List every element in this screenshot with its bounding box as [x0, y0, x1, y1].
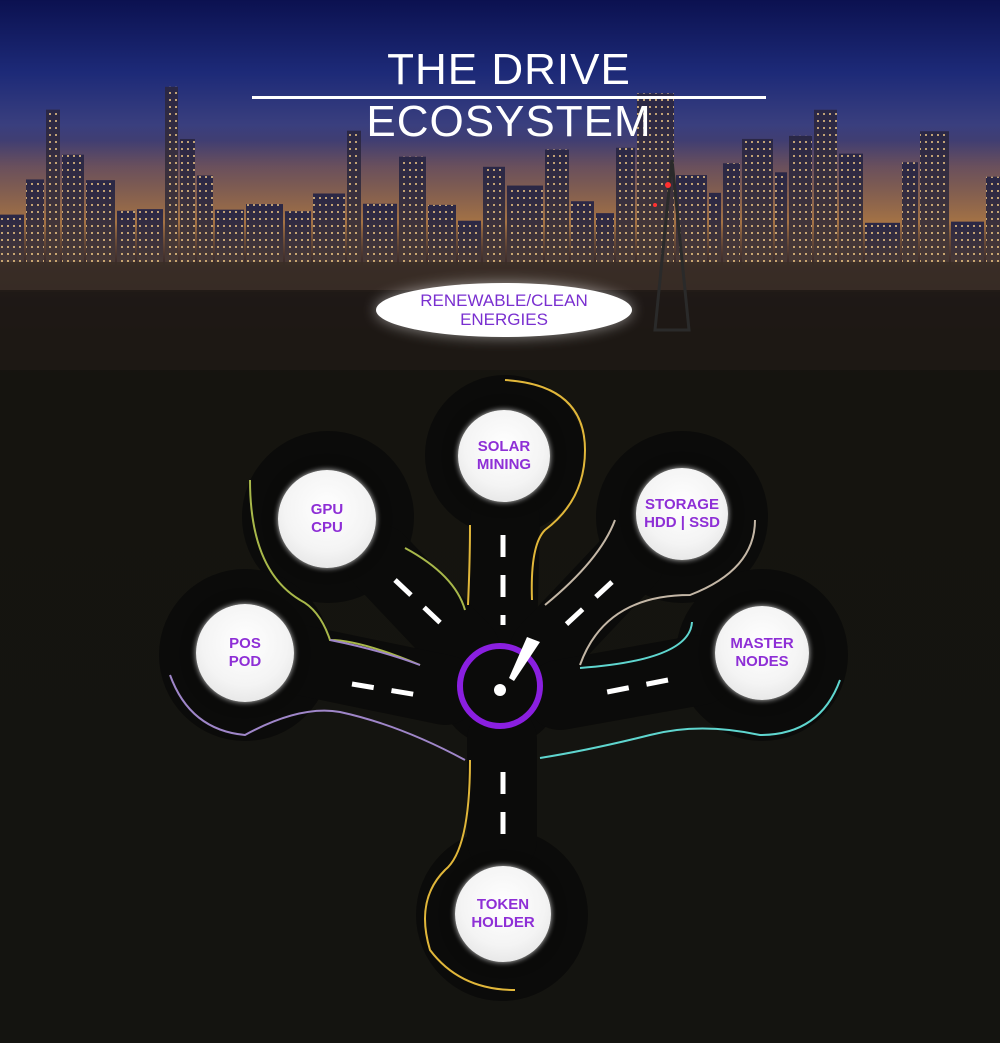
road-edge-storage [544, 519, 616, 606]
skyline-building [709, 192, 721, 265]
node-master-nodes: MASTER NODES [715, 606, 809, 700]
skyline-building [596, 213, 614, 265]
skyline-building [285, 211, 311, 265]
node-solar-mining: SOLAR MINING [458, 410, 550, 502]
skyline-building [46, 109, 60, 266]
node-gpu-line2: CPU [311, 519, 343, 536]
node-token-line1: TOKEN [476, 896, 530, 913]
road-edge-token [424, 759, 516, 991]
skyline-building [428, 204, 456, 265]
node-storage-line1: STORAGE [645, 496, 719, 513]
lane-markings [351, 535, 669, 850]
skyline-building [26, 179, 44, 265]
road-edge-solar-inner [467, 524, 471, 606]
node-token-line2: HOLDER [471, 914, 535, 931]
node-master-line2: NODES [735, 653, 789, 670]
skyline-building [839, 153, 863, 265]
node-pos-line2: POD [228, 653, 262, 670]
node-master-line1: MASTER [730, 635, 794, 652]
skyline-building [347, 130, 361, 265]
skyline-building [571, 201, 594, 265]
node-gpu-line1: GPU [310, 501, 344, 518]
node-pos-line1: POS [229, 635, 261, 652]
skyline-building [117, 210, 135, 265]
skyline-building [215, 209, 244, 265]
skyline-building [637, 93, 674, 266]
skyline-building [616, 147, 635, 265]
skyline-building [62, 154, 84, 265]
skyline-building [920, 131, 949, 265]
skyline-building [399, 156, 426, 265]
skyline-building [180, 138, 195, 265]
skyline-building [246, 204, 283, 265]
node-solar-line2: MINING [476, 456, 532, 473]
skyline-building [165, 86, 178, 265]
skyline-building [814, 109, 837, 265]
skyline-building [86, 180, 115, 265]
skyline-building [0, 214, 24, 265]
node-token-holder: TOKEN HOLDER [455, 866, 551, 962]
skyline-building [902, 162, 918, 265]
node-gpu-cpu: GPU CPU [278, 470, 376, 568]
city-skyline-image [0, 86, 1000, 370]
skyline-building [742, 138, 773, 265]
page-title: THE DRIVE ECOSYSTEM [252, 44, 766, 146]
skyline-building [723, 163, 740, 265]
node-storage: STORAGE HDD | SSD [636, 468, 728, 560]
skyline-building [986, 176, 1000, 265]
skyline-building [363, 203, 397, 265]
skyline-building [789, 135, 812, 265]
node-pos-pod: POS POD [196, 604, 294, 702]
hub-exclamation-dot [494, 684, 506, 696]
renewable-energy-source-label: RENEWABLE/CLEAN ENERGIES [376, 283, 632, 337]
node-solar-line1: SOLAR [477, 438, 531, 455]
source-label-line1: RENEWABLE/CLEAN [420, 291, 588, 310]
skyline-building [865, 222, 900, 265]
road-edge-gpu-inner [404, 547, 466, 611]
road-edge-storage-inner [579, 519, 756, 666]
road-edge-master-outer [539, 679, 841, 759]
road-edge-gpu [249, 479, 421, 666]
node-storage-line2: HDD | SSD [644, 514, 720, 531]
skyline-building [507, 185, 543, 265]
skyline-building [137, 209, 163, 265]
source-label-line2: ENERGIES [460, 310, 548, 329]
road-edge-pos-outer [169, 674, 466, 761]
road-edge-master [579, 621, 693, 669]
road-edge-solar [504, 379, 587, 601]
skyline-building [458, 220, 481, 265]
skyline-building [775, 172, 787, 265]
hub-exclamation-icon [509, 637, 540, 681]
skyline-building [545, 149, 569, 265]
road-edge-pos [329, 639, 421, 666]
skyline-building [313, 193, 345, 265]
skyline-building [483, 166, 505, 265]
skyline-building [951, 221, 984, 265]
skyline-building [197, 175, 213, 265]
